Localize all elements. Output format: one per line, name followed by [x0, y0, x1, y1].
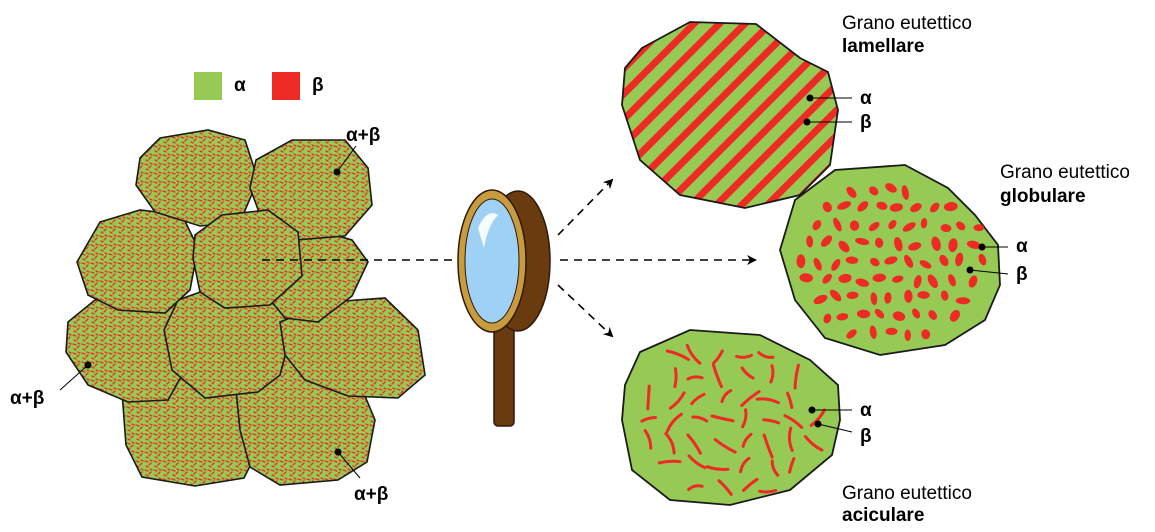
- colony-pointer-dot: [335, 449, 342, 456]
- colony-pointer-dot: [334, 169, 341, 176]
- globular-beta-label: β: [1016, 264, 1028, 286]
- needle: [760, 491, 776, 493]
- lamellar-beta-label: β: [860, 112, 872, 134]
- legend-alpha-swatch: [194, 72, 222, 100]
- needle: [648, 386, 649, 409]
- legend-beta-label: β: [312, 75, 324, 97]
- lamellar-type: lamellare: [842, 37, 924, 57]
- globule: [974, 224, 985, 231]
- arrow-to-lamellar: [558, 180, 612, 235]
- acicular-beta-dot: [815, 421, 822, 428]
- acicular-beta-label: β: [860, 426, 872, 448]
- acicular-alpha-dot: [809, 407, 816, 414]
- globular-alpha-label: α: [1016, 236, 1028, 258]
- needle: [659, 461, 680, 463]
- grain-globular: [780, 165, 1008, 355]
- colony-grain: [136, 130, 258, 226]
- acicular-title: Grano eutettico: [842, 484, 972, 504]
- magnifying-glass-icon: [458, 190, 550, 426]
- lamellar-shape: [622, 22, 838, 208]
- grain-colony: [66, 130, 425, 486]
- globular-alpha-dot: [979, 244, 986, 251]
- acicular-type: aciculare: [842, 506, 924, 526]
- globular-beta-dot: [967, 267, 974, 274]
- colony-label: α+β: [346, 125, 380, 147]
- grain-lamellar: [622, 22, 852, 208]
- globular-type: globulare: [1000, 187, 1086, 207]
- globule: [886, 328, 898, 335]
- globule: [797, 254, 806, 268]
- colony-label: α+β: [10, 388, 44, 410]
- lamellar-title: Grano eutettico: [842, 14, 972, 34]
- arrow-to-acicular: [558, 285, 612, 336]
- lamellar-beta-dot: [804, 119, 811, 126]
- lamellar-alpha-dot: [807, 95, 814, 102]
- lamellar-alpha-label: α: [860, 88, 872, 110]
- needle: [675, 369, 676, 387]
- colony-label: α+β: [354, 484, 388, 506]
- colony-pointer-dot: [85, 362, 92, 369]
- legend-beta-swatch: [272, 72, 300, 100]
- colony-grain: [77, 210, 198, 313]
- legend-alpha-label: α: [234, 75, 246, 97]
- grain-acicular: [622, 330, 852, 505]
- globular-title: Grano eutettico: [1000, 163, 1130, 183]
- magnifier-handle: [494, 318, 514, 426]
- acicular-alpha-label: α: [860, 400, 872, 422]
